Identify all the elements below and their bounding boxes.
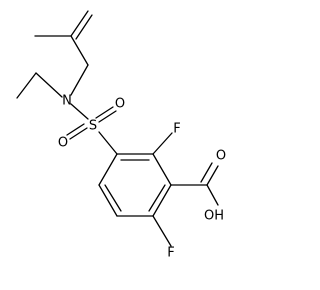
- bond-ring-6: [98, 153, 118, 186]
- bond-n-ethyl-ch2: [35, 72, 63, 98]
- bond-ethyl-ch3: [16, 72, 37, 99]
- bond-c-oh: [206, 184, 219, 206]
- bond-methallyl-ch2: [70, 35, 89, 66]
- atom-labels: N S O O F F O OH: [58, 94, 226, 261]
- bond-s-o-top-a: [95, 106, 114, 119]
- bond-ring-inner-3: [104, 184, 122, 212]
- atom-n-label: N: [62, 94, 72, 109]
- bond-s-ring: [98, 131, 118, 155]
- atom-s-label: S: [89, 119, 97, 134]
- bond-ring-3: [152, 184, 172, 217]
- bonds: [16, 10, 219, 247]
- bond-carbonyl-b: [200, 162, 213, 183]
- bond-ring-f-bottom: [152, 215, 172, 247]
- bond-ring-f-top: [152, 132, 173, 155]
- bond-n-s: [70, 103, 89, 120]
- bond-ring-2: [152, 153, 172, 186]
- bond-ring-5: [98, 184, 118, 217]
- bond-methallyl-terminal-double: [70, 10, 89, 37]
- structure-diagram: N S O O F F O OH: [16, 10, 226, 261]
- atom-oh-label: OH: [204, 209, 224, 224]
- atom-f-top-label: F: [173, 122, 180, 137]
- atom-f-bottom-label: F: [167, 246, 174, 261]
- bond-carbonyl-a: [206, 165, 219, 186]
- bond-methallyl-terminal-double-inner: [75, 14, 93, 40]
- bond-s-o-left-b: [69, 127, 88, 140]
- atom-o-carbonyl-label: O: [216, 149, 226, 164]
- bond-s-o-top-b: [98, 110, 117, 123]
- bond-s-o-left-a: [66, 123, 85, 136]
- bond-ring-inner-2: [148, 184, 166, 212]
- atom-o-top-label: O: [115, 97, 125, 112]
- atom-o-left-label: O: [58, 136, 68, 151]
- bond-ch2-n: [70, 64, 89, 96]
